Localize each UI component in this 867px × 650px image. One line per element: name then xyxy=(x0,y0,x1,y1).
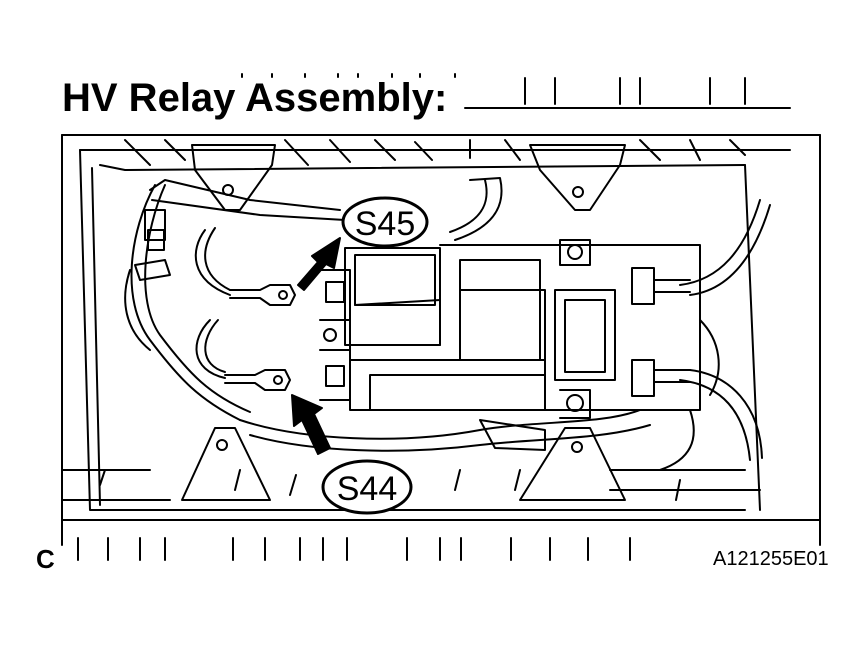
relay-bolt-bottom xyxy=(559,389,591,419)
callout-s45: S45 xyxy=(341,196,429,248)
tray-frame xyxy=(61,134,821,546)
terminal-lug-s44 xyxy=(224,369,291,391)
callout-s45-label: S45 xyxy=(355,205,416,243)
diagram-title: HV Relay Assembly: xyxy=(62,76,448,120)
bracket-top-right xyxy=(529,144,626,211)
connector-right-upper xyxy=(631,267,691,305)
bottom-dimension-ticks xyxy=(77,537,631,561)
figure-letter: C xyxy=(36,544,55,574)
top-dimension-ticks xyxy=(241,73,791,109)
left-clamp xyxy=(134,209,171,281)
bracket-bottom-right xyxy=(519,427,626,501)
arrow-s44 xyxy=(291,394,331,455)
figure-code: A121255E01 xyxy=(713,548,829,570)
wire-harness xyxy=(124,177,771,471)
relay-housing xyxy=(319,244,701,411)
terminal-lug-s45 xyxy=(229,284,296,306)
bracket-top-left xyxy=(191,144,276,211)
relay-bolt-top xyxy=(559,239,591,266)
arrow-s45 xyxy=(297,237,341,291)
connector-right-lower xyxy=(631,359,691,397)
callout-s44: S44 xyxy=(321,459,413,515)
callout-s44-label: S44 xyxy=(337,470,398,508)
bracket-bottom-left xyxy=(181,427,271,501)
